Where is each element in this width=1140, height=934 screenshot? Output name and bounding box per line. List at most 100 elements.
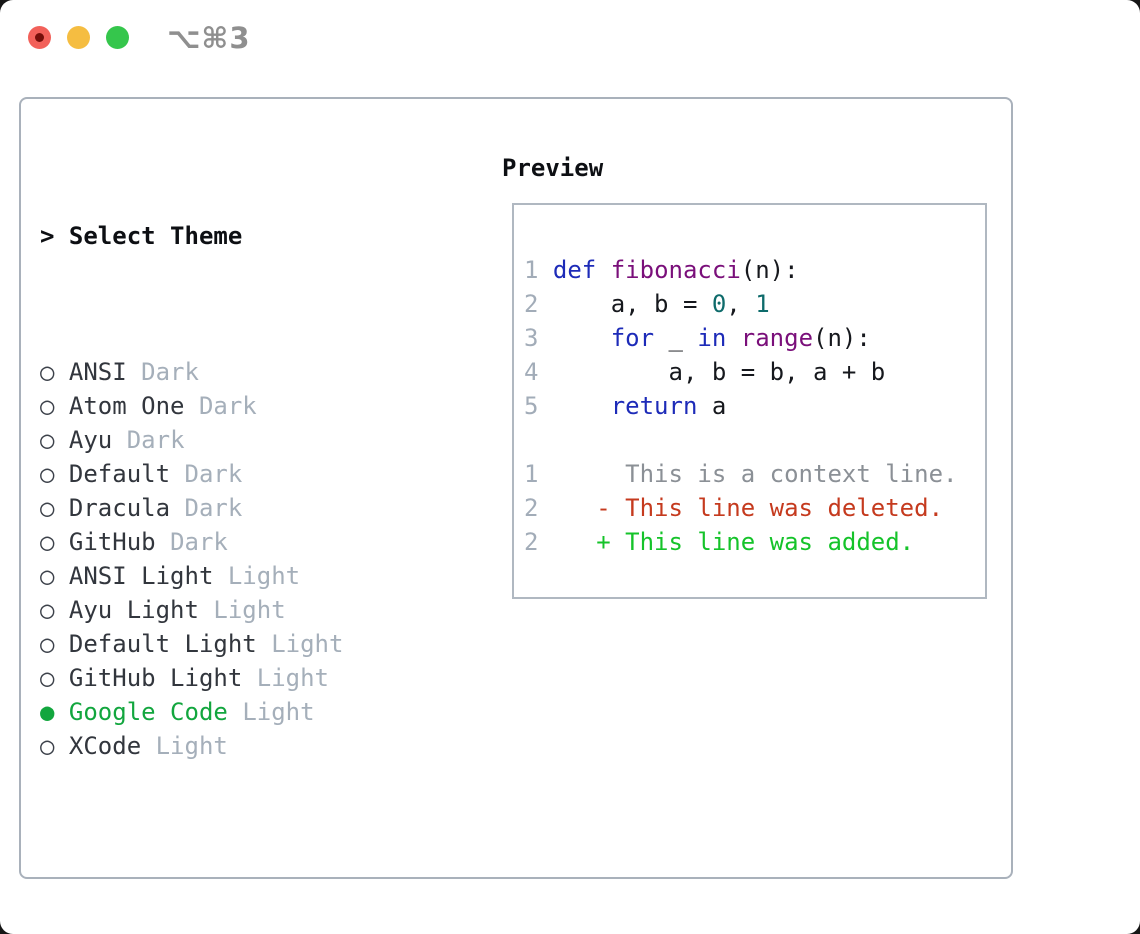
theme-list: ○ ANSI Dark○ Atom One Dark○ Ayu Dark○ De… [40, 355, 445, 763]
theme-option-ayu-light[interactable]: ○ Ayu Light Light [40, 593, 445, 627]
theme-list-column: > Select Theme ○ ANSI Dark○ Atom One Dar… [40, 151, 445, 934]
theme-variant-label: Dark [184, 460, 243, 488]
code-line: 2 + This line was added. [524, 525, 985, 559]
code-segment-plain: (n): [813, 324, 871, 352]
theme-variant-label: Light [242, 698, 315, 726]
code-segment-keyword: for [610, 324, 655, 352]
theme-variant-label: Dark [126, 426, 185, 454]
zoom-button[interactable] [106, 26, 129, 49]
line-number: 1 [524, 460, 539, 488]
radio-icon: ○ [40, 460, 55, 488]
code-segment-plain [726, 324, 740, 352]
code-segment-title: fibonacci [610, 256, 741, 284]
theme-variant-label: Light [155, 732, 228, 760]
theme-picker-panel: > Select Theme ○ ANSI Dark○ Atom One Dar… [19, 97, 1013, 879]
radio-icon: ○ [40, 358, 55, 386]
radio-icon: ○ [40, 596, 55, 624]
code-segment-plain: , [726, 290, 756, 318]
select-theme-title: Select Theme [68, 222, 243, 250]
window-shortcut-label: ⌥⌘3 [167, 21, 251, 55]
radio-icon: ○ [40, 630, 55, 658]
theme-option-default-light[interactable]: ○ Default Light Light [40, 627, 445, 661]
theme-option-github-light[interactable]: ○ GitHub Light Light [40, 661, 445, 695]
theme-variant-label: Dark [170, 528, 228, 556]
code-segment-literal: 0 [711, 290, 727, 318]
theme-option-xcode[interactable]: ○ XCode Light [40, 729, 445, 763]
option-label: Default [68, 460, 171, 488]
code-line: 2 - This line was deleted. [524, 491, 985, 525]
code-segment-plain: (n): [740, 256, 799, 284]
code-segment-plain: a, b = b, a + b [538, 358, 886, 386]
theme-variant-label: Light [256, 664, 329, 692]
theme-variant-label: Dark [184, 494, 243, 522]
code-segment-plain [538, 392, 610, 420]
select-theme-header: > Select Theme [40, 219, 445, 253]
theme-option-ayu[interactable]: ○ Ayu Dark [40, 423, 445, 457]
code-segment-added: + This line was added. [596, 528, 915, 556]
titlebar: ⌥⌘3 [0, 0, 1140, 75]
code-line: 2 a, b = 0, 1 [524, 287, 985, 321]
code-segment-title: range [740, 324, 814, 352]
code-segment-plain: a [697, 392, 727, 420]
code-line: 4 a, b = b, a + b [524, 355, 985, 389]
code-line: 1 This is a context line. [524, 457, 985, 491]
code-line: 1 def fibonacci(n): [524, 253, 985, 287]
theme-option-atom-one[interactable]: ○ Atom One Dark [40, 389, 445, 423]
option-label: Default Light [68, 630, 257, 658]
theme-variant-label: Dark [141, 358, 199, 386]
radio-icon: ○ [40, 392, 55, 420]
code-segment-keyword: return [610, 392, 698, 420]
code-segment-plain: _ [654, 324, 698, 352]
theme-option-dracula[interactable]: ○ Dracula Dark [40, 491, 445, 525]
code-segment-keyword: def [552, 256, 597, 284]
code-segment-deleted: - This line was deleted. [596, 494, 944, 522]
code-line: 3 for _ in range(n): [524, 321, 985, 355]
radio-icon: ○ [40, 426, 55, 454]
code-segment-plain: a, b = [538, 290, 712, 318]
line-number: 5 [524, 392, 539, 420]
line-number: 3 [524, 324, 539, 352]
theme-option-github[interactable]: ○ GitHub Dark [40, 525, 445, 559]
minimize-button[interactable] [67, 26, 90, 49]
code-segment-plain [538, 494, 596, 522]
code-segment-plain [538, 528, 596, 556]
option-label: Ayu Light [68, 596, 199, 624]
option-label: Dracula [68, 494, 171, 522]
option-label: GitHub Light [68, 664, 243, 692]
radio-selected-icon: ● [40, 698, 55, 726]
theme-option-default[interactable]: ○ Default Dark [40, 457, 445, 491]
theme-variant-label: Dark [198, 392, 257, 420]
theme-option-ansi-light[interactable]: ○ ANSI Light Light [40, 559, 445, 593]
code-segment-keyword: in [697, 324, 727, 352]
code-segment-plain [538, 324, 610, 352]
option-label: Ayu [68, 426, 113, 454]
theme-option-google-code[interactable]: ● Google Code Light [40, 695, 445, 729]
caret-icon: > [40, 222, 55, 250]
spacer [40, 865, 445, 899]
code-line: 5 return a [524, 389, 985, 423]
option-label: GitHub [68, 528, 156, 556]
theme-variant-label: Light [227, 562, 301, 590]
line-number: 2 [524, 290, 539, 318]
radio-icon: ○ [40, 562, 55, 590]
line-number: 4 [524, 358, 539, 386]
close-button[interactable] [28, 26, 51, 49]
radio-icon: ○ [40, 664, 55, 692]
theme-variant-label: Light [271, 630, 344, 658]
theme-option-ansi[interactable]: ○ ANSI Dark [40, 355, 445, 389]
line-number: 2 [524, 494, 539, 522]
line-number: 2 [524, 528, 539, 556]
code-segment-plain [596, 256, 610, 284]
code-blank-line [524, 423, 985, 457]
radio-icon: ○ [40, 732, 55, 760]
code-segment-literal: 1 [755, 290, 770, 318]
option-label: Atom One [68, 392, 185, 420]
option-label: ANSI [68, 358, 127, 386]
code-segment-plain [538, 256, 552, 284]
option-label: XCode [68, 732, 142, 760]
option-label: ANSI Light [68, 562, 214, 590]
theme-variant-label: Light [213, 596, 286, 624]
